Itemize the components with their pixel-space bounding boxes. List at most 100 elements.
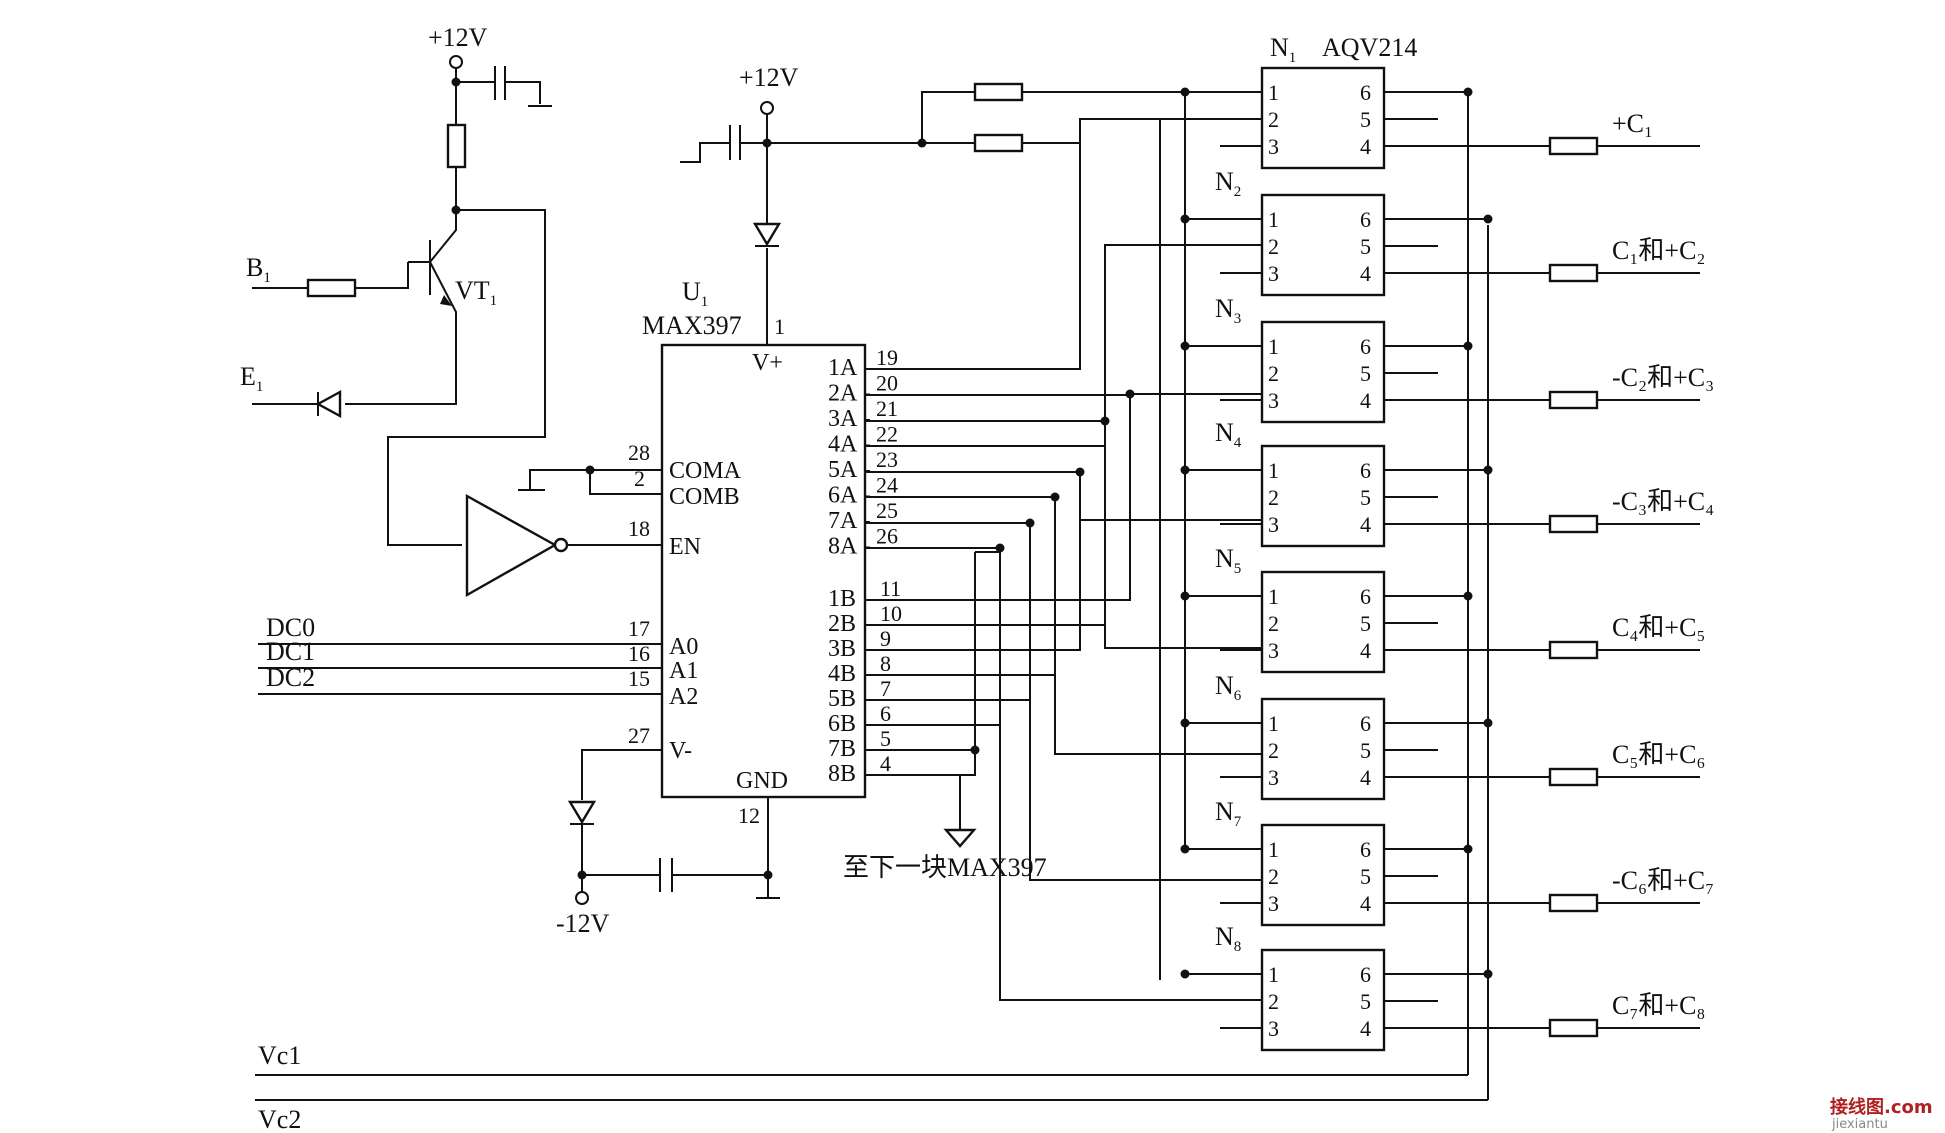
relay-pin-left: 2: [1268, 611, 1279, 636]
mux-pin-num: 7: [880, 676, 891, 701]
relay-pin-right: 5: [1360, 738, 1371, 763]
pullup-wires: [767, 91, 1185, 144]
relay-pin-right: 6: [1360, 458, 1371, 483]
output-resistor: [1548, 893, 1599, 913]
mux-pin-num: 10: [880, 601, 902, 626]
mux-pin-num: 5: [880, 726, 891, 751]
mux-pin-name: 4B: [828, 661, 856, 687]
relay-ref: N6: [1215, 671, 1242, 704]
watermark: 接线图.com: [1830, 1096, 1933, 1118]
output-terminals: +C₁ C₁和+C₂ -C₂和+C₃ -C₃和+C₄ C₄和+C₅ C₅和+C₆ -C₆和+…: [1548, 109, 1714, 1038]
supply-terminal-top: [449, 55, 463, 69]
address-label-dc2: DC2: [266, 663, 315, 692]
relay-pin-left: 1: [1268, 584, 1279, 609]
mux-section: +12V U1 MAX397 1 V+ GND 12 28 COMA 2 COM…: [258, 63, 1047, 938]
inverter-bubble: [553, 537, 569, 553]
address-label-dc1: DC1: [266, 637, 315, 666]
mux-pin-vplus: 1: [774, 314, 785, 339]
mux-pin-name: V-: [669, 738, 692, 764]
supply-label-top: +12V: [428, 23, 488, 52]
relay-pin-right: 4: [1360, 261, 1371, 286]
output-resistor: [1548, 640, 1599, 660]
mux-pin-name: 2A: [828, 381, 858, 407]
relay-pin-right: 6: [1360, 584, 1371, 609]
junction-dot: [763, 870, 773, 880]
relay-pin-left: 2: [1268, 864, 1279, 889]
mux-pin-name: 3B: [828, 636, 856, 662]
relay-pin-left: 1: [1268, 837, 1279, 862]
relay-pin-right: 6: [1360, 80, 1371, 105]
relay-body: [1260, 444, 1386, 548]
relay-pin-left: 3: [1268, 261, 1279, 286]
watermark-sub: jiexiantu: [1831, 1117, 1888, 1132]
input-e1-label: E1: [240, 362, 263, 395]
gnd-wire: [756, 797, 780, 899]
mux-pin-name: 6A: [828, 483, 858, 509]
relay-pin-right: 4: [1360, 891, 1371, 916]
mux-pin-num: 18: [628, 516, 650, 541]
supply-terminal-mux: [760, 101, 774, 115]
relay-part: AQV214: [1322, 33, 1417, 62]
output-label: C₅和+C₆: [1612, 740, 1705, 769]
vc-bus-wires: [255, 1074, 1488, 1101]
relay-ref: N3: [1215, 294, 1241, 327]
relay-pin-right: 4: [1360, 765, 1371, 790]
pullup-resistor: [973, 82, 1024, 102]
mux-pin-num: 25: [876, 498, 898, 523]
output-label: -C₃和+C₄: [1612, 487, 1714, 516]
output-7: -C₆和+C₇: [1548, 866, 1714, 913]
relay-pin-left: 3: [1268, 638, 1279, 663]
output-label: -C₂和+C₃: [1612, 363, 1714, 392]
output-4: -C₃和+C₄: [1548, 487, 1714, 534]
relay-ref: N8: [1215, 922, 1241, 955]
mux-pin-num: 27: [628, 723, 650, 748]
output-label: +C₁: [1612, 109, 1653, 138]
output-label: C₇和+C₈: [1612, 991, 1705, 1020]
mux-pin-name: 6B: [828, 711, 856, 737]
relay-pin-left: 2: [1268, 989, 1279, 1014]
output-6: C₅和+C₆: [1548, 740, 1705, 787]
relay-pin-right: 5: [1360, 234, 1371, 259]
mux-pin-name: 5B: [828, 686, 856, 712]
mux-pin-num: 24: [876, 473, 898, 498]
relay-pin-left: 1: [1268, 80, 1279, 105]
next-chip-note: 至下一块MAX397: [843, 853, 1047, 882]
mux-pin-num: 28: [628, 440, 650, 465]
output-resistor: [1548, 1018, 1599, 1038]
relay-pin-right: 5: [1360, 107, 1371, 132]
vminus-diode: [567, 800, 597, 825]
mux-pin-name: 3A: [828, 406, 858, 432]
relay-pin-left: 2: [1268, 485, 1279, 510]
relay-pin-left: 1: [1268, 458, 1279, 483]
mux-pin-num: 11: [880, 576, 901, 601]
output-label: C₁和+C₂: [1612, 236, 1705, 265]
output-label: C₄和+C₅: [1612, 613, 1705, 642]
relay-body: [1260, 948, 1386, 1052]
relay-ref: N2: [1215, 167, 1241, 200]
relay-pin-right: 5: [1360, 485, 1371, 510]
bus-label-vc2: Vc2: [258, 1105, 301, 1133]
output-resistor: [1548, 390, 1599, 410]
relay-pin-right: 5: [1360, 989, 1371, 1014]
mux-pin-num: 19: [876, 345, 898, 370]
mux-pin-name: 5A: [828, 457, 858, 483]
relay-pin-right: 5: [1360, 864, 1371, 889]
output-3: -C₂和+C₃: [1548, 363, 1714, 410]
mux-pin-num: 8: [880, 651, 891, 676]
mux-pin-num: 20: [876, 371, 898, 396]
junction-dot: [577, 870, 587, 880]
relay-pin-left: 3: [1268, 388, 1279, 413]
output-buses: Vc1 Vc2: [255, 92, 1489, 1133]
mux-pin-name: A0: [669, 634, 698, 660]
supply-terminal-bottom: [575, 891, 589, 905]
address-label-dc0: DC0: [266, 613, 315, 642]
supply-label-bottom: -12V: [556, 909, 610, 938]
relay-pin-left: 2: [1268, 234, 1279, 259]
address-wires: [258, 643, 662, 695]
relay-pin-left: 3: [1268, 134, 1279, 159]
